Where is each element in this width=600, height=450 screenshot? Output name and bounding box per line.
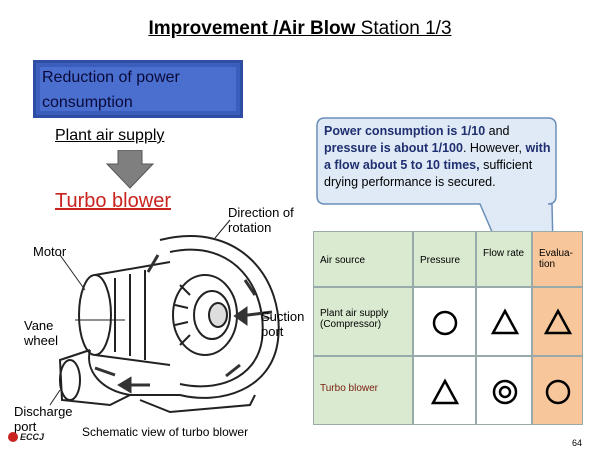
double-circle-icon xyxy=(492,379,518,405)
triangle-icon xyxy=(430,378,460,405)
callout-text: Power consumption is 1/10 and pressure i… xyxy=(324,124,551,189)
discharge-port-label: Discharge port xyxy=(14,404,73,434)
triangle-icon xyxy=(543,308,573,335)
motor-label: Motor xyxy=(33,244,67,259)
down-arrow-icon xyxy=(105,150,155,189)
turbo-blower-diagram xyxy=(49,219,280,414)
triangle-icon xyxy=(490,308,520,335)
eccj-logo: ECCJ xyxy=(20,432,45,442)
row-plant-air-supply-source: Plant air supply (Compressor) xyxy=(313,287,413,356)
comparison-table: Air source Pressure Flow rate Evalua-tio… xyxy=(313,231,583,425)
plant-air-supply-label: Plant air supply xyxy=(55,127,165,144)
row-turbo-blower-source: Turbo blower xyxy=(313,356,413,425)
power-reduction-box: Reduction of power consumption xyxy=(33,60,243,118)
header-evaluation: Evalua-tion xyxy=(532,231,583,287)
row-turbo-blower-pressure xyxy=(413,356,476,425)
row-turbo-blower-flow xyxy=(476,356,532,425)
suction-port-label: Suction port xyxy=(261,309,305,339)
eccj-logo-icon xyxy=(8,432,18,442)
circle-icon xyxy=(545,379,571,405)
header-flow-rate: Flow rate xyxy=(476,231,532,287)
circle-icon xyxy=(432,310,458,336)
row-plant-air-supply-pressure xyxy=(413,287,476,356)
page-title: Improvement /Air Blow Station 1/3 xyxy=(148,18,452,39)
vane-wheel-label: Vane wheel xyxy=(24,318,58,348)
diagram-caption: Schematic view of turbo blower xyxy=(82,425,249,439)
row-plant-air-supply-evaluation xyxy=(532,287,583,356)
header-air-source: Air source xyxy=(313,231,413,287)
row-plant-air-supply-flow xyxy=(476,287,532,356)
page-number: 64 xyxy=(572,438,583,448)
direction-of-rotation-label: Direction of rotation xyxy=(228,205,294,235)
header-pressure: Pressure xyxy=(413,231,476,287)
row-turbo-blower-evaluation xyxy=(532,356,583,425)
turbo-blower-heading: Turbo blower xyxy=(55,190,171,212)
